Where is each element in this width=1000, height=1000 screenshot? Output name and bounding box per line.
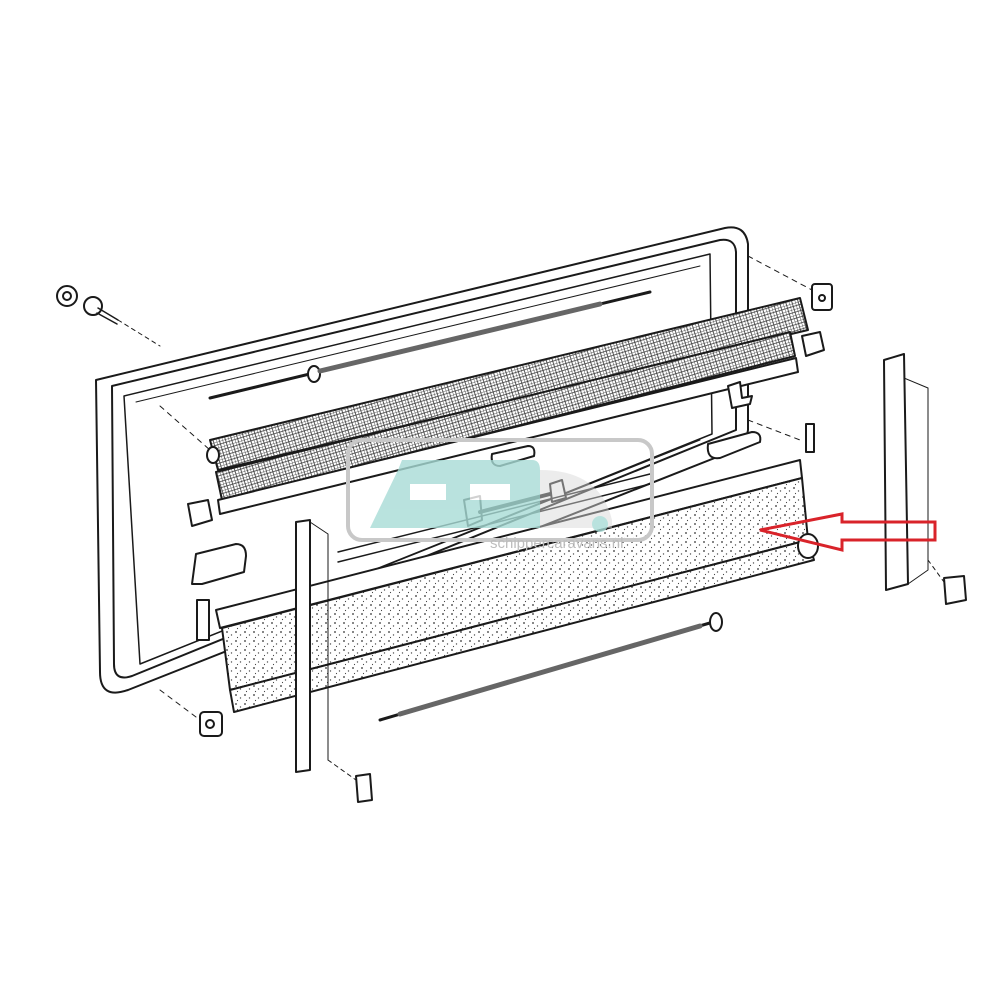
upper-end-cap xyxy=(811,283,833,311)
right-guide-rail xyxy=(883,353,945,591)
lower-tension-rod xyxy=(378,612,723,722)
hook-bracket xyxy=(727,381,753,409)
assembly-lines xyxy=(159,255,813,721)
upper-screen-roller xyxy=(206,297,809,515)
watermark-text: schippercaravans.nl xyxy=(490,535,623,552)
highlight-arrow xyxy=(759,512,937,552)
clip-right xyxy=(801,331,825,357)
left-slider xyxy=(196,599,210,641)
caravan-icon xyxy=(370,460,612,532)
blind-panel xyxy=(215,459,815,713)
handle-right xyxy=(706,431,762,460)
small-strip xyxy=(805,423,815,453)
cap-nut xyxy=(56,285,78,307)
screw xyxy=(83,296,161,347)
watermark: schippercaravans.nl xyxy=(346,438,654,552)
left-clip xyxy=(187,499,213,527)
watermark-frame xyxy=(346,438,654,542)
right-rail-clip xyxy=(943,575,967,605)
left-guide-rail xyxy=(295,519,357,781)
left-catch xyxy=(191,543,247,585)
top-tension-rod xyxy=(208,290,652,400)
left-rail-clip xyxy=(355,773,373,803)
